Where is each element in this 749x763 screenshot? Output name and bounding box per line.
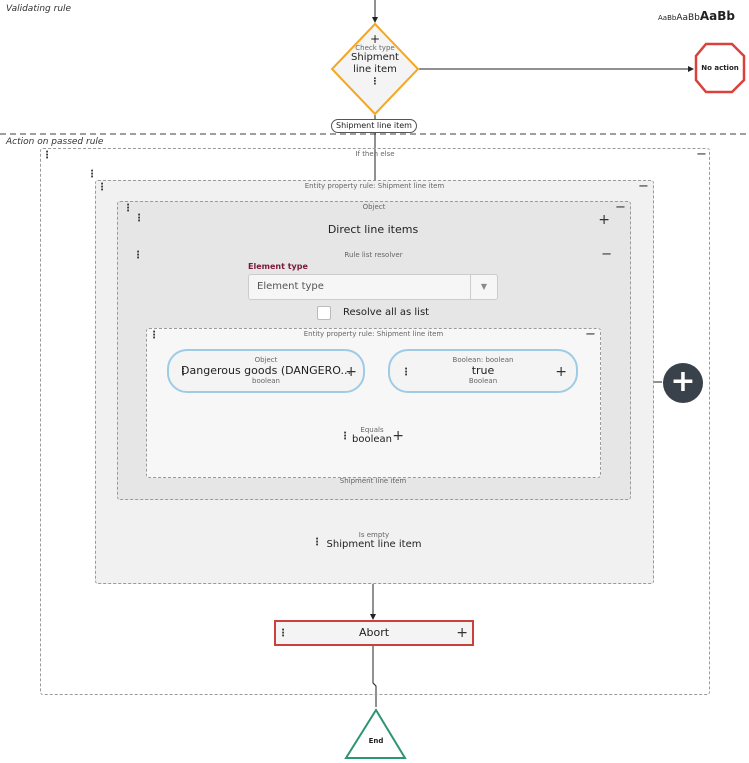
abort-node[interactable]: Abort ⋮ + [274, 620, 474, 646]
equals-caption: Equals [360, 426, 384, 434]
resolver-output-label: Shipment line item [339, 477, 407, 485]
object-pill-value: Dangerous goods (DANGERO... [181, 364, 351, 377]
is-empty-menu-icon[interactable]: ⋮ [312, 537, 322, 548]
object-box-title: Object [362, 203, 386, 211]
direct-line-items-node[interactable]: ⋮ Direct line items + [132, 212, 614, 244]
object-pill-menu-icon[interactable]: ⋮ [178, 367, 188, 378]
check-type-node[interactable]: + Check type Shipment line item ⋮ [342, 32, 408, 87]
then-branch-menu-icon[interactable]: ⋮ [87, 169, 97, 180]
is-empty-node[interactable]: Is empty Shipment line item ⋮ [310, 526, 438, 562]
if-then-else-title: If then else [355, 150, 395, 158]
vertical-dots-icon[interactable]: ⋮ [370, 77, 380, 87]
abort-menu-icon[interactable]: ⋮ [278, 628, 288, 639]
chevron-down-icon[interactable]: ▼ [470, 275, 497, 299]
action-on-passed-rule-label: Action on passed rule [6, 137, 104, 147]
element-type-label: Element type [248, 262, 308, 271]
abort-add-icon[interactable]: + [456, 625, 468, 641]
boolean-pill-caption: Boolean: boolean [452, 356, 514, 364]
resolve-all-checkbox[interactable] [317, 306, 331, 320]
abort-label: Abort [358, 626, 390, 639]
add-circle-icon[interactable]: + [663, 363, 703, 403]
entity-rule-inner-title: Entity property rule: Shipment line item [303, 330, 444, 338]
check-type-line1: Shipment [351, 52, 399, 63]
entity-rule-outer-title: Entity property rule: Shipment line item [304, 182, 445, 190]
check-type-caption: Check type [355, 44, 395, 52]
add-plus-icon[interactable]: + [369, 32, 381, 46]
entity-rule-outer-collapse-icon[interactable]: − [638, 179, 649, 194]
font-size-picker: AaBbAaBbAaBb [658, 5, 735, 24]
boolean-pill-node[interactable]: Boolean: boolean true Boolean ⋮ + [388, 349, 578, 393]
font-size-medium[interactable]: AaBb [676, 13, 700, 23]
boolean-pill-value: true [471, 364, 495, 377]
check-type-line2: line item [353, 64, 397, 75]
direct-line-items-menu-icon[interactable]: ⋮ [134, 213, 144, 224]
direct-line-items-add-icon[interactable]: + [598, 212, 610, 228]
boolean-pill-menu-icon[interactable]: ⋮ [401, 367, 411, 378]
object-pill-caption: Object [254, 356, 278, 364]
font-size-small[interactable]: AaBb [658, 14, 677, 22]
end-label[interactable]: End [368, 737, 384, 745]
entity-rule-inner-menu-icon[interactable]: ⋮ [149, 330, 159, 341]
boolean-pill-type: Boolean [468, 377, 498, 385]
is-empty-caption: Is empty [358, 531, 390, 539]
boolean-pill-add-icon[interactable]: + [555, 364, 567, 380]
resolve-all-label: Resolve all as list [343, 307, 430, 318]
equals-menu-icon[interactable]: ⋮ [340, 431, 350, 442]
object-pill-node[interactable]: Object Dangerous goods (DANGERO... boole… [167, 349, 365, 393]
entity-rule-outer-menu-icon[interactable]: ⋮ [97, 182, 107, 193]
check-type-output-tag: Shipment line item [331, 119, 417, 133]
object-box-collapse-icon[interactable]: − [615, 200, 626, 215]
if-then-else-box: If then else [40, 148, 710, 695]
rule-list-resolver-collapse-icon[interactable]: − [601, 247, 612, 262]
font-size-large[interactable]: AaBb [699, 9, 736, 23]
if-then-else-menu-icon[interactable]: ⋮ [42, 150, 52, 161]
validating-rule-label: Validating rule [6, 4, 72, 14]
equals-value: boolean [352, 434, 392, 445]
object-pill-add-icon[interactable]: + [345, 364, 357, 380]
rule-list-resolver-menu-icon[interactable]: ⋮ [133, 250, 143, 261]
rule-list-resolver-node: ⋮ Rule list resolver − [130, 247, 617, 488]
object-box-menu-icon[interactable]: ⋮ [123, 203, 133, 214]
is-empty-value: Shipment line item [326, 539, 422, 550]
check-type-diamond-shape [330, 22, 420, 116]
entity-rule-inner-collapse-icon[interactable]: − [585, 327, 596, 342]
rule-list-resolver-title: Rule list resolver [344, 251, 403, 259]
element-type-placeholder: Element type [257, 281, 324, 292]
equals-node[interactable]: Equals boolean ⋮ + [336, 420, 408, 452]
no-action-label[interactable]: No action [701, 64, 739, 72]
no-action-octagon-shape [694, 42, 746, 94]
if-then-else-collapse-icon[interactable]: − [696, 147, 707, 162]
element-type-select[interactable]: Element type ▼ [248, 274, 498, 300]
direct-line-items-label: Direct line items [327, 223, 419, 236]
end-triangle-shape [344, 708, 407, 759]
object-pill-type: boolean [252, 377, 280, 385]
equals-add-icon[interactable]: + [392, 428, 404, 444]
